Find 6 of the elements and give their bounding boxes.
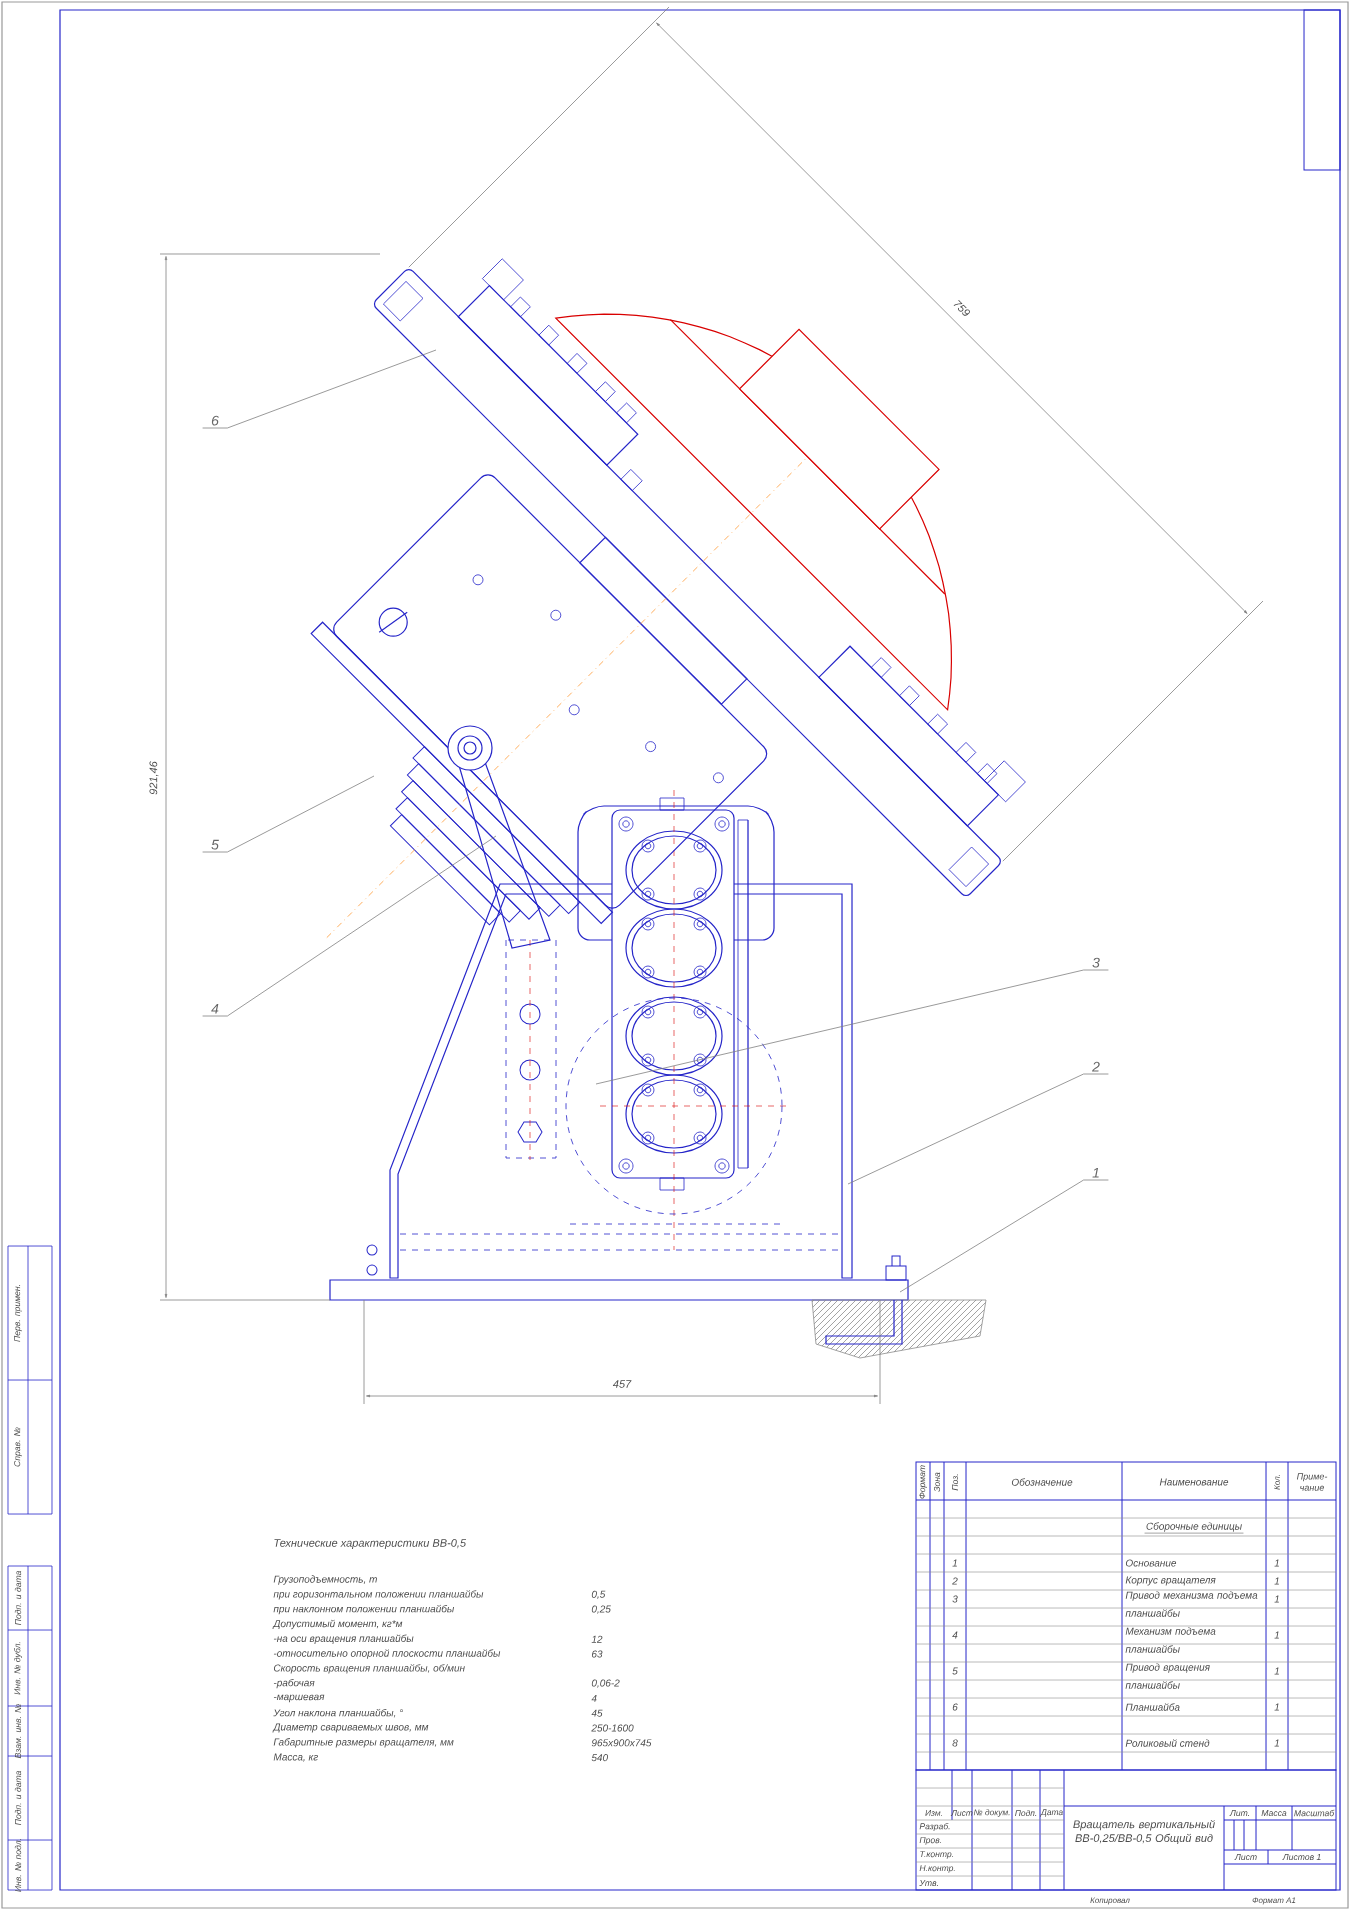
leader-line (595, 969, 1109, 1085)
leader-line (202, 349, 437, 429)
leader-line (202, 835, 497, 1017)
leader-line (202, 775, 375, 853)
leader-line (899, 1179, 1109, 1293)
leader-line (847, 1073, 1109, 1185)
